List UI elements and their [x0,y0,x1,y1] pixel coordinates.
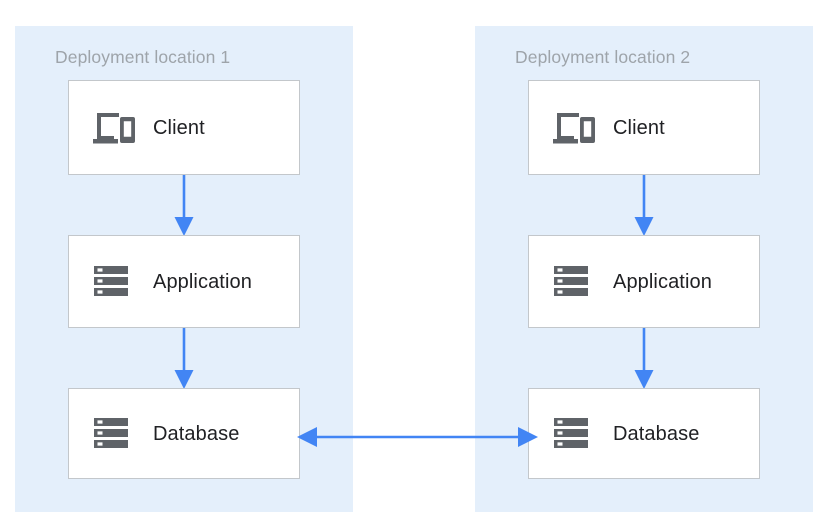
node-database-1[interactable]: Database [68,388,300,479]
connector-client-to-app-2 [632,175,656,237]
node-client-1[interactable]: Client [68,80,300,175]
node-application-1[interactable]: Application [68,235,300,328]
node-application-2[interactable]: Application [528,235,760,328]
node-database-2[interactable]: Database [528,388,760,479]
server-rack-icon [91,262,137,302]
devices-icon [91,108,137,148]
server-rack-icon [551,414,597,454]
node-database-2-label: Database [613,422,700,445]
node-application-2-label: Application [613,270,712,293]
zone-2-title: Deployment location 2 [515,47,691,67]
node-client-2[interactable]: Client [528,80,760,175]
deployment-zone-2: Deployment location 2 Client [475,26,813,512]
connector-app-to-db-2 [632,328,656,390]
connector-client-to-app-1 [172,175,196,237]
node-client-2-label: Client [613,116,665,139]
node-database-1-label: Database [153,422,240,445]
connector-app-to-db-1 [172,328,196,390]
node-client-1-label: Client [153,116,205,139]
zone-1-title: Deployment location 1 [55,47,231,67]
connector-database-replication [296,420,539,454]
server-rack-icon [91,414,137,454]
node-application-1-label: Application [153,270,252,293]
server-rack-icon [551,262,597,302]
devices-icon [551,108,597,148]
deployment-zone-1: Deployment location 1 Client [15,26,353,512]
